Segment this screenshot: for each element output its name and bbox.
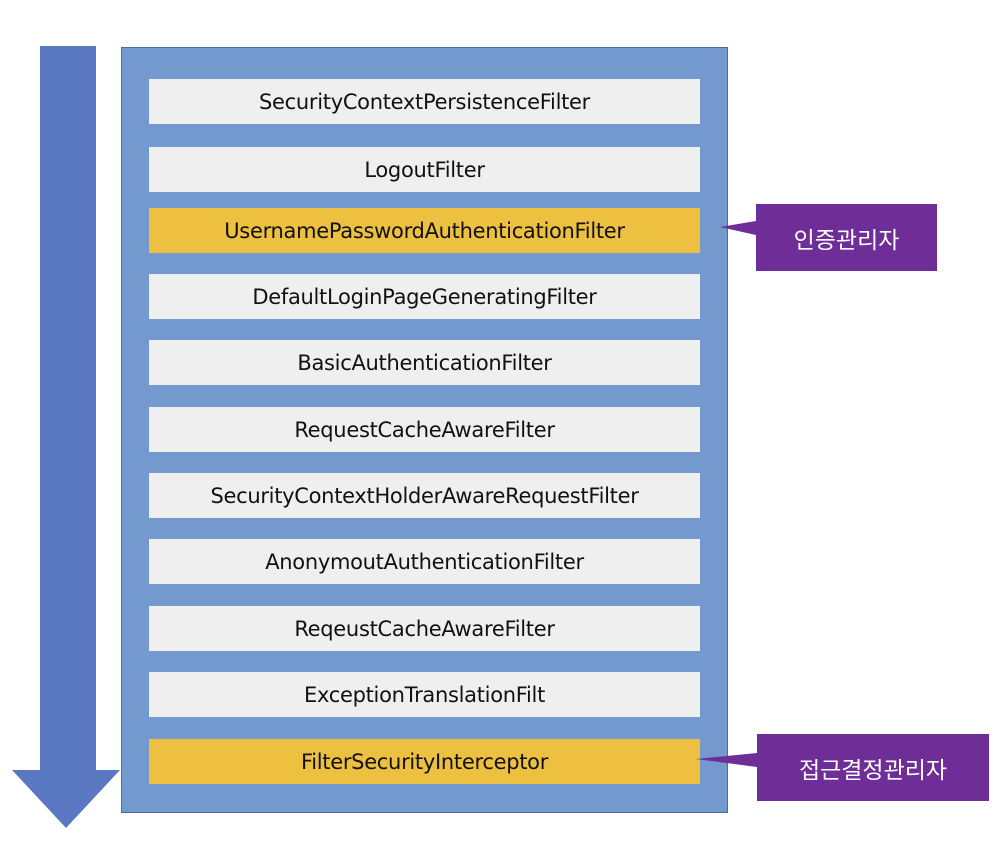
filter-list: SecurityContextPersistenceFilter LogoutF…	[122, 48, 727, 812]
filter-default-login-page-generating: DefaultLoginPageGeneratingFilter	[149, 274, 700, 319]
filter-request-cache-aware: RequestCacheAwareFilter	[149, 407, 700, 452]
filter-logout: LogoutFilter	[149, 147, 700, 192]
callout-access-decision-manager-label: 접근결정관리자	[798, 757, 948, 784]
down-arrow-icon	[12, 46, 120, 828]
callout-pointer-shape	[696, 734, 989, 801]
filter-username-password-authentication: UsernamePasswordAuthenticationFilter	[149, 208, 700, 253]
flow-direction-arrow	[12, 46, 120, 828]
filter-basic-authentication: BasicAuthenticationFilter	[149, 340, 700, 385]
filter-exception-translation: ExceptionTranslationFilt	[149, 672, 700, 717]
filter-security-context-holder-aware-request: SecurityContextHolderAwareRequestFilter	[149, 473, 700, 518]
filter-security-interceptor: FilterSecurityInterceptor	[149, 739, 700, 784]
callout-access-decision-manager: 접근결정관리자	[696, 734, 996, 804]
filter-request-cache-aware-2: ReqeustCacheAwareFilter	[149, 606, 700, 651]
callout-authentication-manager: 인증관리자	[720, 204, 1005, 274]
filter-security-context-persistence: SecurityContextPersistenceFilter	[149, 79, 700, 124]
callout-pointer-shape	[720, 204, 937, 271]
filter-chain-panel: SecurityContextPersistenceFilter LogoutF…	[121, 47, 728, 813]
callout-authentication-manager-label: 인증관리자	[793, 227, 900, 254]
filter-anonymous-authentication: AnonymoutAuthenticationFilter	[149, 539, 700, 584]
